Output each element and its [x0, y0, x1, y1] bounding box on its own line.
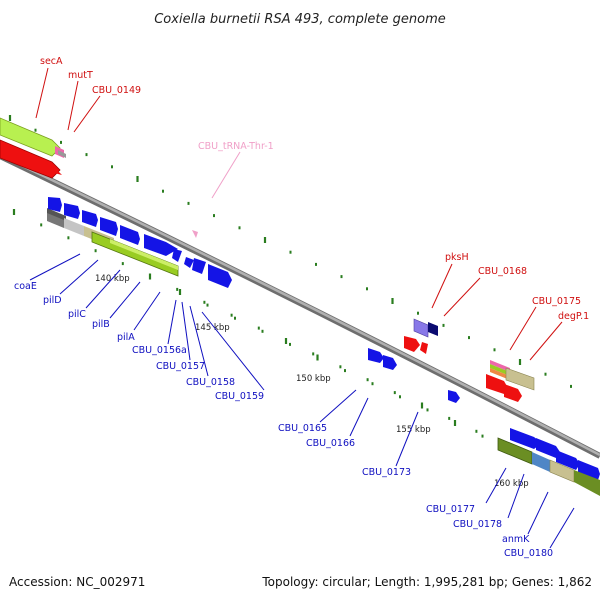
gene-blue-arrows-160: [510, 428, 600, 480]
leader-line: [395, 411, 419, 467]
label-degP.1: degP.1: [558, 311, 589, 322]
label-anmK: anmK: [502, 534, 530, 545]
label-CBU_tRNA-Thr-1: CBU_tRNA-Thr-1: [198, 141, 274, 152]
leader-line: [527, 491, 549, 535]
genome-backbone: [0, 153, 600, 459]
label-mutT: mutT: [68, 70, 93, 81]
gene-CBU_0166: [383, 355, 397, 370]
gene-CBU_tRNA-Thr-1: [192, 230, 198, 238]
label-CBU_0177: CBU_0177: [426, 504, 475, 515]
leader-line: [319, 389, 357, 423]
leader-line: [443, 277, 481, 317]
label-CBU_0158: CBU_0158: [186, 377, 235, 388]
gene-labels: secA mutT CBU_0149 CBU_tRNA-Thr-1 pksH C…: [14, 56, 589, 559]
leader-line: [181, 301, 191, 361]
genome-stats-text: Topology: circular; Length: 1,995,281 bp…: [261, 575, 592, 589]
leader-line: [133, 291, 161, 331]
leader-line: [85, 269, 121, 309]
leader-line: [189, 305, 209, 377]
label-CBU_0165: CBU_0165: [278, 423, 327, 434]
gene-pksH: [413, 318, 438, 338]
gene-degP.1: [486, 367, 535, 402]
leader-line: [201, 311, 265, 391]
leader-line: [349, 397, 369, 437]
label-CBU_0168: CBU_0168: [478, 266, 527, 277]
gene-features: [0, 117, 600, 496]
label-pilD: pilD: [43, 295, 62, 306]
gene-coaE: [47, 208, 66, 228]
gene-CBU_0149: [58, 150, 66, 158]
label-CBU_0180: CBU_0180: [504, 548, 553, 559]
label-pilB: pilB: [92, 319, 110, 330]
gene-pilC-pilB: [84, 226, 179, 277]
leader-line: [35, 67, 49, 119]
label-CBU_0166: CBU_0166: [306, 438, 355, 449]
leader-line: [29, 253, 81, 281]
label-CBU_0157: CBU_0157: [156, 361, 205, 372]
map-title: Coxiella burnetii RSA 493, complete geno…: [154, 12, 446, 27]
gene-CBU_0178: [532, 452, 550, 472]
label-CBU_0175: CBU_0175: [532, 296, 581, 307]
leader-line: [167, 299, 177, 345]
gene-CBU_0165: [368, 348, 384, 363]
label-pksH: pksH: [445, 252, 469, 263]
scale-label: 145 kbp: [195, 323, 230, 333]
gene-pilD: [64, 218, 84, 236]
gene-CBU_0175: [490, 360, 510, 380]
leader-line: [67, 80, 79, 131]
leader-line: [73, 95, 101, 133]
scale-label: 160 kbp: [494, 479, 529, 489]
gene-secA: [0, 117, 62, 179]
label-pilC: pilC: [68, 309, 86, 320]
scale-ticks: [8, 115, 572, 477]
gene-CBU_0180: [574, 470, 600, 496]
scale-label: 150 kbp: [296, 374, 331, 384]
label-CBU_0149: CBU_0149: [92, 85, 141, 96]
label-leader-lines: [29, 67, 575, 549]
leader-line: [529, 321, 563, 361]
leader-line: [59, 259, 99, 295]
label-coaE: coaE: [14, 281, 37, 292]
gene-blue-arrows-140: [48, 197, 232, 288]
gene-CBU_0168: [404, 336, 428, 354]
accession-text: Accession: NC_002971: [9, 575, 145, 589]
leader-line: [549, 507, 575, 549]
label-pilA: pilA: [117, 332, 135, 343]
gene-CBU_0173: [448, 390, 460, 403]
label-CBU_0156a: CBU_0156a: [132, 345, 187, 356]
leader-line: [109, 281, 141, 319]
leader-line: [507, 473, 525, 519]
label-secA: secA: [40, 56, 63, 67]
label-CBU_0173: CBU_0173: [362, 467, 411, 478]
label-CBU_0159: CBU_0159: [215, 391, 264, 402]
leader-line: [485, 467, 507, 504]
scale-label: 155 kbp: [396, 425, 431, 435]
leader-line: [431, 263, 453, 309]
label-CBU_0178: CBU_0178: [453, 519, 502, 530]
leader-line: [211, 151, 241, 199]
leader-line: [509, 306, 537, 351]
